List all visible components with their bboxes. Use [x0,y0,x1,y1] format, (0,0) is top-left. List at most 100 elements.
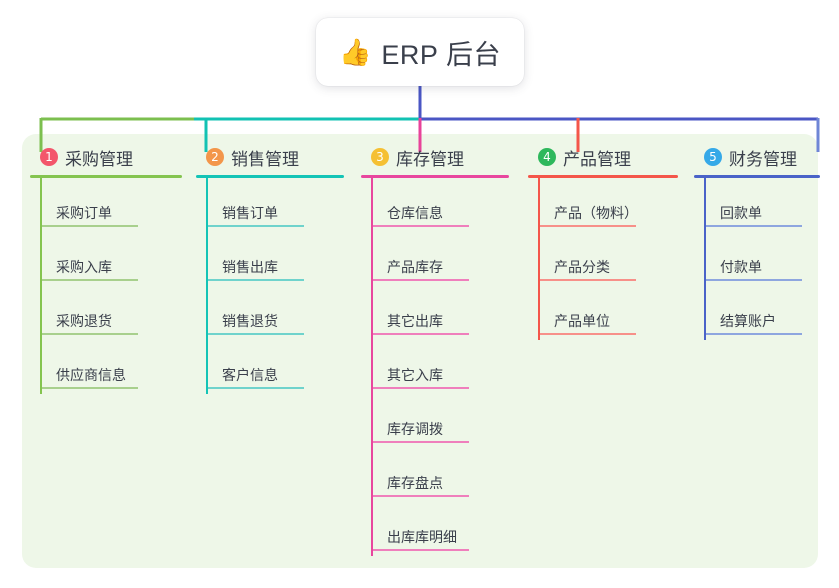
leaf-label: 产品库存 [387,259,443,275]
leaf-node[interactable]: 采购订单 [42,178,182,232]
branch-leaf-list: 回款单付款单结算账户 [694,178,820,340]
branch-column-1: 1 采购管理采购订单采购入库采购退货供应商信息 [30,145,182,394]
branch-trunk-line [206,178,208,394]
leaf-label: 采购退货 [56,313,112,329]
leaf-underline [208,333,304,335]
leaf-node[interactable]: 客户信息 [208,340,344,394]
leaf-underline [540,279,636,281]
branch-index-badge: 5 [704,148,722,166]
leaf-underline [540,333,636,335]
branch-header-rule [694,175,820,178]
leaf-label: 库存调拨 [387,421,443,437]
leaf-underline [42,333,138,335]
branch-column-2: 2 销售管理销售订单销售出库销售退货客户信息 [196,145,344,394]
leaf-node[interactable]: 采购退货 [42,286,182,340]
leaf-underline [540,225,636,227]
leaf-underline [42,387,138,389]
leaf-underline [208,279,304,281]
leaf-underline [208,225,304,227]
branch-index-badge: 4 [538,148,556,166]
branch-header-3[interactable]: 3 库存管理 [361,145,509,169]
leaf-node[interactable]: 结算账户 [706,286,820,340]
branch-leaf-list: 采购订单采购入库采购退货供应商信息 [30,178,182,394]
branch-index-badge: 3 [371,148,389,166]
branch-header-rule [196,175,344,178]
leaf-label: 销售出库 [222,259,278,275]
leaf-node[interactable]: 回款单 [706,178,820,232]
branch-title: 产品管理 [563,149,631,169]
branch-header-rule [30,175,182,178]
leaf-underline [373,441,469,443]
branch-leaf-list: 仓库信息产品库存其它出库其它入库库存调拨库存盘点出库库明细 [361,178,509,556]
leaf-label: 产品（物料） [554,205,638,221]
leaf-underline [373,549,469,551]
branch-header-5[interactable]: 5 财务管理 [694,145,820,169]
branch-index-badge: 2 [206,148,224,166]
leaf-underline [706,279,802,281]
leaf-underline [373,387,469,389]
leaf-node[interactable]: 其它出库 [373,286,509,340]
leaf-underline [373,495,469,497]
branch-trunk-line [40,178,42,394]
leaf-node[interactable]: 产品（物料） [540,178,678,232]
leaf-node[interactable]: 付款单 [706,232,820,286]
root-node-content: 👍 ERP 后台 [339,33,501,72]
leaf-label: 付款单 [720,259,762,275]
leaf-label: 供应商信息 [56,367,126,383]
branch-trunk-line [704,178,706,340]
leaf-label: 出库库明细 [387,529,457,545]
leaf-node[interactable]: 仓库信息 [373,178,509,232]
branch-leaf-list: 产品（物料） 产品分类产品单位 [528,178,678,340]
leaf-label: 回款单 [720,205,762,221]
root-node-title: ERP 后台 [381,39,501,70]
branch-header-2[interactable]: 2 销售管理 [196,145,344,169]
branch-trunk-line [538,178,540,340]
leaf-label: 客户信息 [222,367,278,383]
leaf-node[interactable]: 销售退货 [208,286,344,340]
branch-title: 采购管理 [65,149,133,169]
leaf-node[interactable]: 库存盘点 [373,448,509,502]
branch-index-badge: 1 [40,148,58,166]
leaf-underline [208,387,304,389]
leaf-node[interactable]: 销售出库 [208,232,344,286]
leaf-node[interactable]: 采购入库 [42,232,182,286]
leaf-label: 产品分类 [554,259,610,275]
branch-trunk-line [371,178,373,556]
leaf-node[interactable]: 库存调拨 [373,394,509,448]
branch-title: 销售管理 [231,149,299,169]
leaf-node[interactable]: 产品库存 [373,232,509,286]
leaf-label: 销售订单 [222,205,278,221]
leaf-underline [42,225,138,227]
branch-column-5: 5 财务管理回款单付款单结算账户 [694,145,820,340]
root-node-erp-backend[interactable]: 👍 ERP 后台 [316,18,524,86]
branch-title: 库存管理 [396,149,464,169]
branch-title: 财务管理 [729,149,797,169]
leaf-node[interactable]: 出库库明细 [373,502,509,556]
leaf-label: 其它入库 [387,367,443,383]
leaf-label: 采购入库 [56,259,112,275]
leaf-node[interactable]: 产品单位 [540,286,678,340]
leaf-underline [42,279,138,281]
branch-header-1[interactable]: 1 采购管理 [30,145,182,169]
branch-header-4[interactable]: 4 产品管理 [528,145,678,169]
leaf-node[interactable]: 其它入库 [373,340,509,394]
leaf-node[interactable]: 销售订单 [208,178,344,232]
branch-leaf-list: 销售订单销售出库销售退货客户信息 [196,178,344,394]
leaf-label: 其它出库 [387,313,443,329]
leaf-node[interactable]: 产品分类 [540,232,678,286]
leaf-label: 结算账户 [720,313,776,329]
leaf-label: 产品单位 [554,313,610,329]
branch-column-4: 4 产品管理产品（物料） 产品分类产品单位 [528,145,678,340]
thumbs-up-icon: 👍 [339,37,372,67]
leaf-label: 库存盘点 [387,475,443,491]
leaf-underline [706,333,802,335]
leaf-underline [373,333,469,335]
leaf-label: 采购订单 [56,205,112,221]
leaf-label: 仓库信息 [387,205,443,221]
leaf-node[interactable]: 供应商信息 [42,340,182,394]
branch-header-rule [361,175,509,178]
leaf-underline [706,225,802,227]
leaf-underline [373,279,469,281]
branch-column-3: 3 库存管理仓库信息产品库存其它出库其它入库库存调拨库存盘点出库库明细 [361,145,509,556]
